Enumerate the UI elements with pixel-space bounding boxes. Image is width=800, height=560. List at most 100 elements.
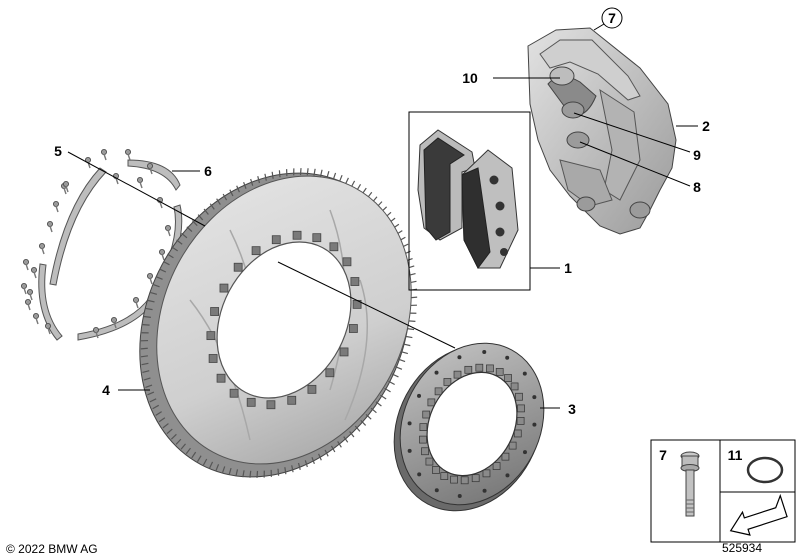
small-bolt bbox=[63, 180, 70, 187]
vent-tooth bbox=[236, 185, 240, 193]
small-bolt-shank bbox=[29, 293, 33, 301]
ring-tooth bbox=[464, 365, 473, 374]
ring-tooth bbox=[419, 435, 427, 444]
vent-tooth bbox=[176, 239, 183, 245]
vent-tooth bbox=[365, 413, 372, 420]
vent-tooth bbox=[186, 226, 193, 233]
small-bolt bbox=[30, 266, 37, 273]
ring-tooth bbox=[450, 475, 458, 484]
leader-8 bbox=[579, 141, 691, 187]
vent-tooth bbox=[360, 419, 367, 426]
vent-tooth bbox=[166, 428, 173, 435]
ring-tooth bbox=[453, 370, 462, 379]
ring-tooth bbox=[504, 374, 512, 382]
ring-hole bbox=[457, 355, 462, 360]
vent-tooth bbox=[228, 467, 232, 476]
vent-tooth bbox=[222, 193, 228, 201]
vent-tooth bbox=[391, 373, 399, 378]
vent-tooth bbox=[170, 433, 177, 440]
vent-tooth bbox=[140, 355, 149, 358]
ring-hole bbox=[522, 371, 527, 376]
vent-tooth bbox=[215, 464, 220, 472]
vent-tooth bbox=[379, 394, 387, 400]
small-bolt bbox=[39, 242, 46, 249]
vent-tooth bbox=[338, 174, 343, 182]
hub-slot bbox=[312, 233, 322, 243]
disc-vent-edge bbox=[140, 168, 418, 478]
callout-1: 1 bbox=[564, 260, 572, 276]
o-ring-icon bbox=[746, 456, 784, 484]
vent-tooth bbox=[243, 181, 247, 189]
vent-tooth bbox=[191, 220, 198, 227]
vent-tooth bbox=[152, 283, 160, 288]
vent-tooth bbox=[159, 268, 167, 273]
vent-tooth bbox=[400, 351, 409, 355]
vent-tooth bbox=[235, 469, 239, 477]
leader-disc-ring bbox=[277, 261, 456, 349]
vent-tooth bbox=[143, 377, 151, 381]
vent-tooth bbox=[330, 445, 336, 453]
vent-tooth bbox=[405, 335, 413, 339]
vent-tooth bbox=[162, 423, 169, 429]
small-bolt-shank bbox=[55, 205, 59, 213]
vent-tooth bbox=[141, 362, 149, 366]
callout-8: 8 bbox=[693, 179, 701, 195]
small-bolt bbox=[158, 248, 165, 255]
ring-tooth bbox=[510, 382, 519, 391]
small-bolt bbox=[45, 322, 52, 329]
ring-hole bbox=[434, 370, 439, 375]
parts-inset: 7 11 bbox=[650, 439, 796, 543]
small-bolt bbox=[24, 298, 31, 305]
small-bolt-shank bbox=[161, 253, 165, 261]
vent-tooth bbox=[313, 168, 316, 176]
vent-tooth bbox=[242, 470, 245, 478]
vent-tooth bbox=[319, 169, 323, 177]
small-bolt bbox=[132, 296, 139, 303]
vent-tooth bbox=[180, 443, 186, 450]
vent-tooth bbox=[147, 299, 155, 303]
disc-hub-ring-illustration bbox=[393, 342, 545, 512]
small-bolt bbox=[47, 220, 54, 227]
small-bolt bbox=[22, 258, 29, 265]
vent-tooth bbox=[203, 208, 209, 215]
vent-tooth bbox=[152, 404, 160, 410]
hub-slot bbox=[292, 230, 302, 240]
vent-tooth bbox=[370, 407, 377, 414]
vent-tooth bbox=[145, 307, 153, 311]
vent-tooth bbox=[257, 176, 261, 184]
small-bolt-shank bbox=[135, 301, 139, 309]
vent-tooth bbox=[149, 398, 157, 403]
ring-tooth bbox=[486, 364, 494, 373]
vent-tooth bbox=[216, 198, 221, 205]
small-bolt-shank bbox=[149, 277, 153, 285]
callout-7: 7 bbox=[608, 10, 616, 26]
hub-slot bbox=[229, 388, 239, 398]
vent-tooth bbox=[388, 380, 395, 386]
ring-hole bbox=[457, 493, 462, 498]
hub-slot bbox=[206, 331, 216, 341]
leader-5 bbox=[67, 151, 206, 227]
vent-tooth bbox=[326, 170, 330, 179]
vent-tooth bbox=[407, 328, 415, 331]
vent-tooth bbox=[167, 253, 174, 259]
vent-tooth bbox=[250, 178, 254, 186]
small-bolt bbox=[146, 272, 153, 279]
ring-tooth bbox=[516, 417, 525, 425]
vent-tooth bbox=[304, 460, 308, 468]
ring-tooth bbox=[460, 476, 469, 485]
vent-tooth bbox=[202, 458, 208, 466]
hub-slot bbox=[287, 395, 297, 405]
small-bolt-shank bbox=[139, 181, 143, 189]
vent-tooth bbox=[185, 447, 191, 455]
ring-tooth bbox=[419, 423, 428, 431]
hub-slot bbox=[339, 347, 349, 357]
callout-3: 3 bbox=[568, 401, 576, 417]
small-bolt bbox=[93, 326, 100, 333]
ring-hole bbox=[505, 473, 510, 478]
ring-tooth bbox=[421, 447, 429, 456]
ring-inner-teeth bbox=[419, 363, 525, 485]
hub-slot bbox=[266, 400, 276, 410]
small-bolt bbox=[146, 162, 153, 169]
small-bolt-shank bbox=[149, 167, 153, 175]
